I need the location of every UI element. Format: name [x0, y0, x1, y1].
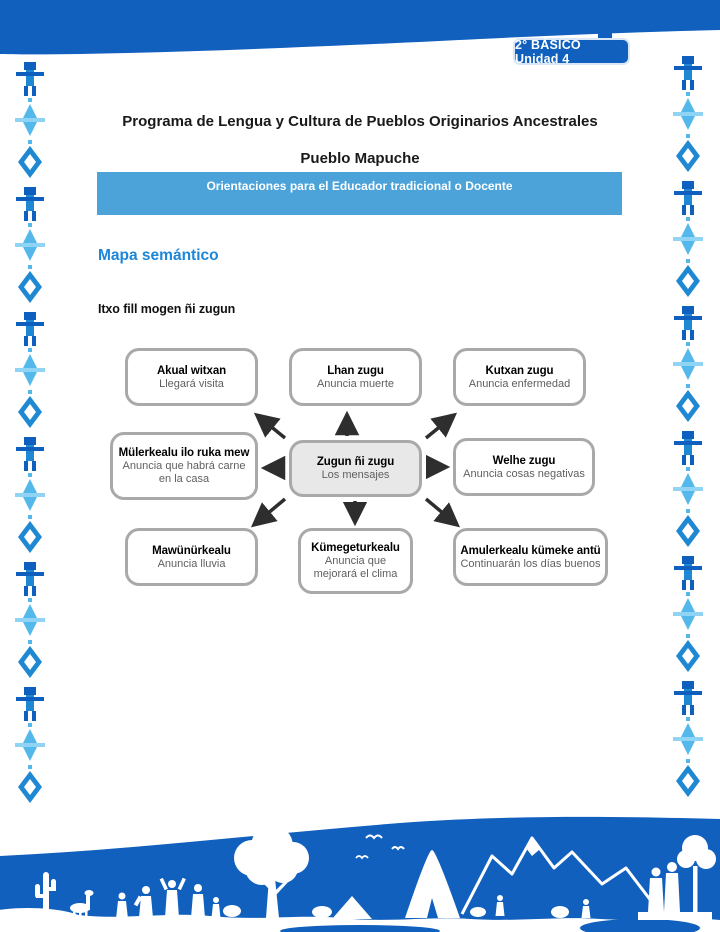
node-mulerkealu: Mülerkealu ilo ruka mew Anuncia que habr…: [110, 432, 258, 500]
node-lhan-zugu: Lhan zugu Anuncia muerte: [289, 348, 422, 406]
node-center-zugun-ni-zugu: Zugun ñi zugu Los mensajes: [289, 440, 422, 497]
node-akual-witxan: Akual witxan Llegará visita: [125, 348, 258, 406]
node-title: Welhe zugu: [492, 454, 556, 467]
node-subtitle: Anuncia que mejorará el clima: [313, 555, 398, 580]
node-title: Kutxan zugu: [485, 364, 554, 377]
node-title: Mawünürkealu: [152, 544, 231, 557]
node-title: Lhan zugu: [327, 364, 384, 377]
node-title: Zugun ñi zugu: [316, 456, 395, 468]
unit-badge: 2° BÁSICO Unidad 4: [513, 38, 630, 66]
semantic-map: Akual witxan Llegará visita Lhan zugu An…: [0, 340, 720, 606]
orientation-banner: Orientaciones para el Educador tradicion…: [97, 172, 622, 215]
node-subtitle: Los mensajes: [321, 469, 390, 481]
node-mawunurkealu: Mawünürkealu Anuncia lluvia: [125, 528, 258, 586]
node-title: Amulerkealu kümeke antü: [460, 544, 601, 557]
node-subtitle: Llegará visita: [159, 377, 224, 390]
node-subtitle: Anuncia cosas negativas: [463, 467, 585, 480]
node-subtitle: Continuarán los días buenos: [460, 557, 601, 570]
node-subtitle: Anuncia muerte: [316, 377, 395, 390]
node-welhe-zugu: Welhe zugu Anuncia cosas negativas: [453, 438, 595, 496]
node-title: Mülerkealu ilo ruka mew: [118, 447, 250, 459]
footer-illustration: [0, 812, 720, 932]
node-subtitle: Anuncia enfermedad: [468, 377, 571, 390]
node-amulerkealu: Amulerkealu kümeke antü Continuarán los …: [453, 528, 608, 586]
section-heading: Mapa semántico: [98, 247, 219, 264]
people-title: Pueblo Mapuche: [300, 150, 420, 167]
semantic-map-title: Itxo fill mogen ñi zugun: [98, 302, 236, 316]
node-title: Kümegeturkealu: [311, 542, 400, 554]
node-subtitle: Anuncia que habrá carne en la casa: [122, 460, 246, 485]
node-kumegeturkealu: Kümegeturkealu Anuncia que mejorará el c…: [298, 528, 413, 594]
diagram-arrows: [250, 410, 461, 528]
node-kutxan-zugu: Kutxan zugu Anuncia enfermedad: [453, 348, 586, 406]
node-title: Akual witxan: [156, 364, 227, 377]
program-title: Programa de Lengua y Cultura de Pueblos …: [122, 113, 598, 130]
node-subtitle: Anuncia lluvia: [157, 557, 226, 570]
